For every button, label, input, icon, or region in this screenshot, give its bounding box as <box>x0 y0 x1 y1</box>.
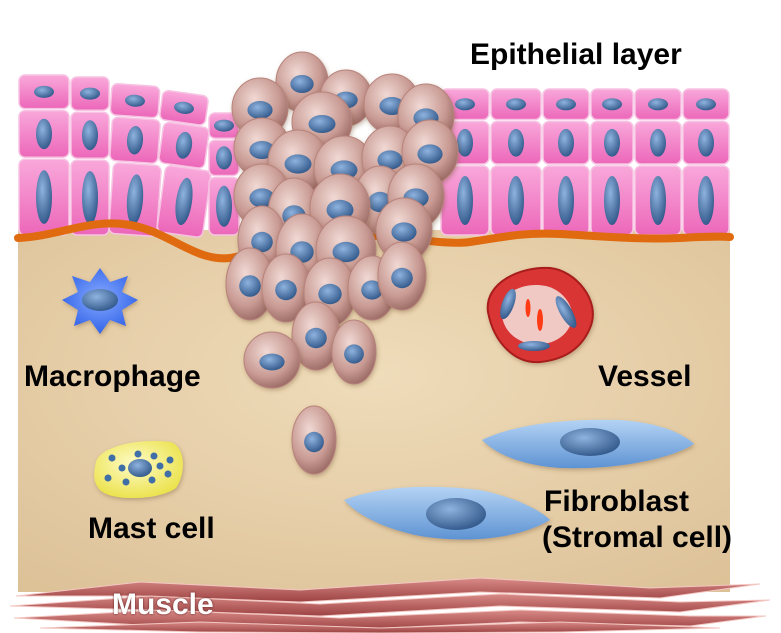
epithelial-cell <box>110 83 160 118</box>
tumor-nucleus <box>305 328 327 348</box>
tumor-nucleus <box>259 354 284 371</box>
mast-cell-granule <box>167 457 174 464</box>
epithelial-cell <box>683 166 729 235</box>
label-epithelial-layer: Epithelial layer <box>470 40 682 70</box>
mast-cell-granule <box>119 465 126 472</box>
tumor-nucleus <box>239 275 261 297</box>
tumor-nucleus <box>309 115 336 133</box>
label-vessel: Vessel <box>598 362 691 392</box>
epithelial-nucleus <box>558 176 574 225</box>
tumor-nucleus <box>344 344 364 363</box>
label-fibroblast-line2: (Stromal cell) <box>542 520 732 556</box>
epithelial-nucleus <box>602 98 622 110</box>
epithelial-cell <box>491 122 541 164</box>
epithelial-nucleus <box>216 146 232 169</box>
mast-cell-granule <box>165 471 172 478</box>
tumor-nucleus <box>304 432 324 452</box>
fibroblast-nucleus <box>426 498 486 530</box>
epithelial-nucleus <box>82 171 98 224</box>
epithelial-cell <box>591 89 633 120</box>
macrophage-nucleus <box>82 289 118 311</box>
epithelial-cell <box>591 122 633 164</box>
epithelial-nucleus <box>80 88 100 100</box>
epithelial-nucleus <box>34 86 54 98</box>
epithelial-cell <box>543 89 589 120</box>
mast-cell-granule <box>135 451 142 458</box>
mast-cell-granule <box>157 463 164 470</box>
mast-cell-granule <box>123 479 130 486</box>
epithelial-nucleus <box>650 129 666 157</box>
tumor-nucleus <box>318 284 341 304</box>
endothelial-nucleus <box>518 341 550 351</box>
epithelial-cell <box>683 122 729 164</box>
label-fibroblast: Fibroblast (Stromal cell) <box>542 484 732 556</box>
epithelial-cell <box>635 89 681 120</box>
epithelial-nucleus <box>36 170 52 224</box>
label-mast-cell: Mast cell <box>88 514 215 544</box>
epithelial-nucleus <box>457 129 473 157</box>
epithelial-cell <box>491 89 541 120</box>
tumor-nucleus <box>290 75 313 93</box>
mast-cell-granule <box>109 455 116 462</box>
epithelial-cell <box>683 89 729 120</box>
epithelial-nucleus <box>82 120 98 150</box>
epithelial-nucleus <box>216 186 232 227</box>
label-muscle: Muscle <box>112 590 214 620</box>
epithelial-nucleus <box>36 119 52 149</box>
epithelial-nucleus <box>604 176 620 225</box>
epithelial-nucleus <box>648 98 668 110</box>
epithelial-nucleus <box>556 98 576 110</box>
red-blood-cell <box>526 299 531 317</box>
epithelial-nucleus <box>558 129 574 157</box>
epithelial-nucleus <box>698 129 714 157</box>
epithelial-nucleus <box>604 129 620 157</box>
epithelial-cell <box>71 77 109 110</box>
epithelial-nucleus <box>214 120 234 132</box>
tumor-nucleus <box>417 144 442 163</box>
label-fibroblast-line1: Fibroblast <box>542 484 732 520</box>
fibroblast-nucleus <box>560 428 620 456</box>
epithelial-cell <box>543 122 589 164</box>
epithelial-cell <box>591 166 633 235</box>
epithelial-nucleus <box>650 176 666 225</box>
epithelial-nucleus <box>698 176 714 225</box>
epithelial-nucleus <box>455 98 475 110</box>
epithelial-cell <box>71 112 109 158</box>
epithelial-cell <box>543 166 589 235</box>
mast-cell-nucleus <box>128 459 152 477</box>
mast-cell-granule <box>105 475 112 482</box>
tumor-nucleus <box>247 101 272 119</box>
tumor-nucleus <box>285 154 312 173</box>
epithelial-cell <box>110 117 161 164</box>
epithelial-cell <box>635 122 681 164</box>
tumor-cell <box>292 406 336 474</box>
epithelial-nucleus <box>508 176 524 225</box>
epithelial-nucleus <box>457 176 473 225</box>
epithelial-cell <box>157 165 212 238</box>
mast-cell-granule <box>149 477 156 484</box>
label-macrophage: Macrophage <box>24 362 201 392</box>
tumor-cell <box>244 332 300 388</box>
epithelial-cell <box>159 90 209 126</box>
epithelial-cell <box>491 166 541 235</box>
tumor-nucleus <box>275 280 297 300</box>
mast-cell-granule <box>151 453 158 460</box>
tumor-nucleus <box>391 268 413 288</box>
epithelial-cell <box>19 159 69 235</box>
epithelial-nucleus <box>506 98 526 110</box>
tumor-cell <box>378 242 426 310</box>
tumor-nucleus <box>391 222 416 241</box>
epithelial-cell <box>635 166 681 235</box>
red-blood-cell <box>537 309 543 331</box>
epithelial-nucleus <box>508 129 524 157</box>
epithelial-cell <box>19 75 69 109</box>
epithelial-cell <box>158 122 209 169</box>
epithelial-cell <box>209 177 239 235</box>
epithelial-cell <box>19 111 69 158</box>
epithelial-nucleus <box>696 98 716 110</box>
tumor-cell <box>332 320 376 384</box>
